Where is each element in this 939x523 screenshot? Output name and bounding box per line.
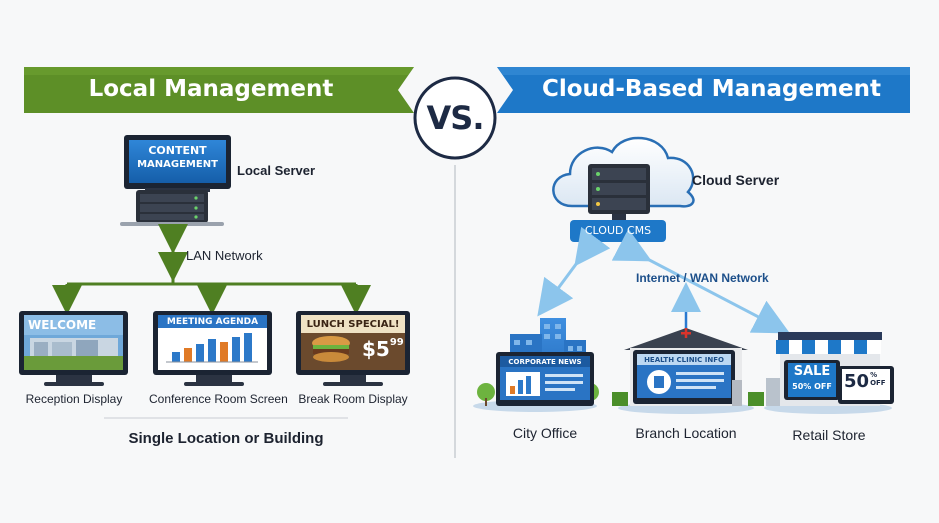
reception-display: [19, 311, 128, 386]
conference-display: [153, 311, 272, 386]
cloud-management-title: Cloud-Based Management: [541, 76, 882, 102]
break-room-display-label: Break Room Display: [298, 392, 408, 406]
lan-network-lines: [52, 224, 371, 315]
cloud-cms-label: CLOUD CMS: [584, 224, 652, 237]
meeting-agenda-screen-text: MEETING AGENDA: [166, 317, 259, 327]
vs-label: VS.: [426, 99, 485, 137]
corporate-news-screen-text: CORPORATE NEWS: [508, 358, 582, 366]
reception-display-label: Reception Display: [25, 392, 123, 406]
welcome-screen-text: WELCOME: [28, 318, 97, 332]
local-server-monitor: [124, 135, 231, 192]
break-room-display: [296, 311, 410, 386]
cloud-server-label: Cloud Server: [692, 172, 780, 188]
sale-sign-line2: 50% OFF: [792, 382, 832, 391]
internet-wan-arrows: [537, 226, 790, 334]
branch-location-label: Branch Location: [635, 425, 737, 441]
cloud-banner: [497, 67, 910, 113]
sale-sign-line1: SALE: [793, 364, 831, 379]
health-clinic-screen-text: HEALTH CLINIC INFO: [644, 356, 724, 364]
lunch-price: $599: [362, 337, 404, 361]
retail-store-label: Retail Store: [792, 427, 866, 443]
internet-wan-label: Internet / WAN Network: [636, 271, 769, 285]
retail-store-building: [764, 332, 894, 414]
city-office-label: City Office: [512, 425, 578, 441]
local-server-label: Local Server: [237, 163, 316, 178]
content-management-line2: MANAGEMENT: [137, 159, 218, 170]
vs-badge: [413, 76, 497, 160]
local-management-title: Local Management: [88, 76, 334, 102]
local-server-rack-icon: [120, 190, 224, 226]
branch-location-building: [612, 328, 764, 414]
fifty-percent-sign: 50%OFF: [844, 371, 886, 392]
lunch-special-screen-text: LUNCH SPECIAL!: [306, 319, 400, 330]
lan-network-label: LAN Network: [186, 248, 263, 263]
local-banner: [24, 67, 414, 113]
city-office-building: [473, 318, 599, 412]
content-management-line1: CONTENT: [148, 144, 207, 157]
conference-room-screen-label: Conference Room Screen: [149, 392, 288, 406]
single-location-footer: Single Location or Building: [128, 430, 324, 447]
cloud-server-rack-icon: [588, 164, 650, 222]
